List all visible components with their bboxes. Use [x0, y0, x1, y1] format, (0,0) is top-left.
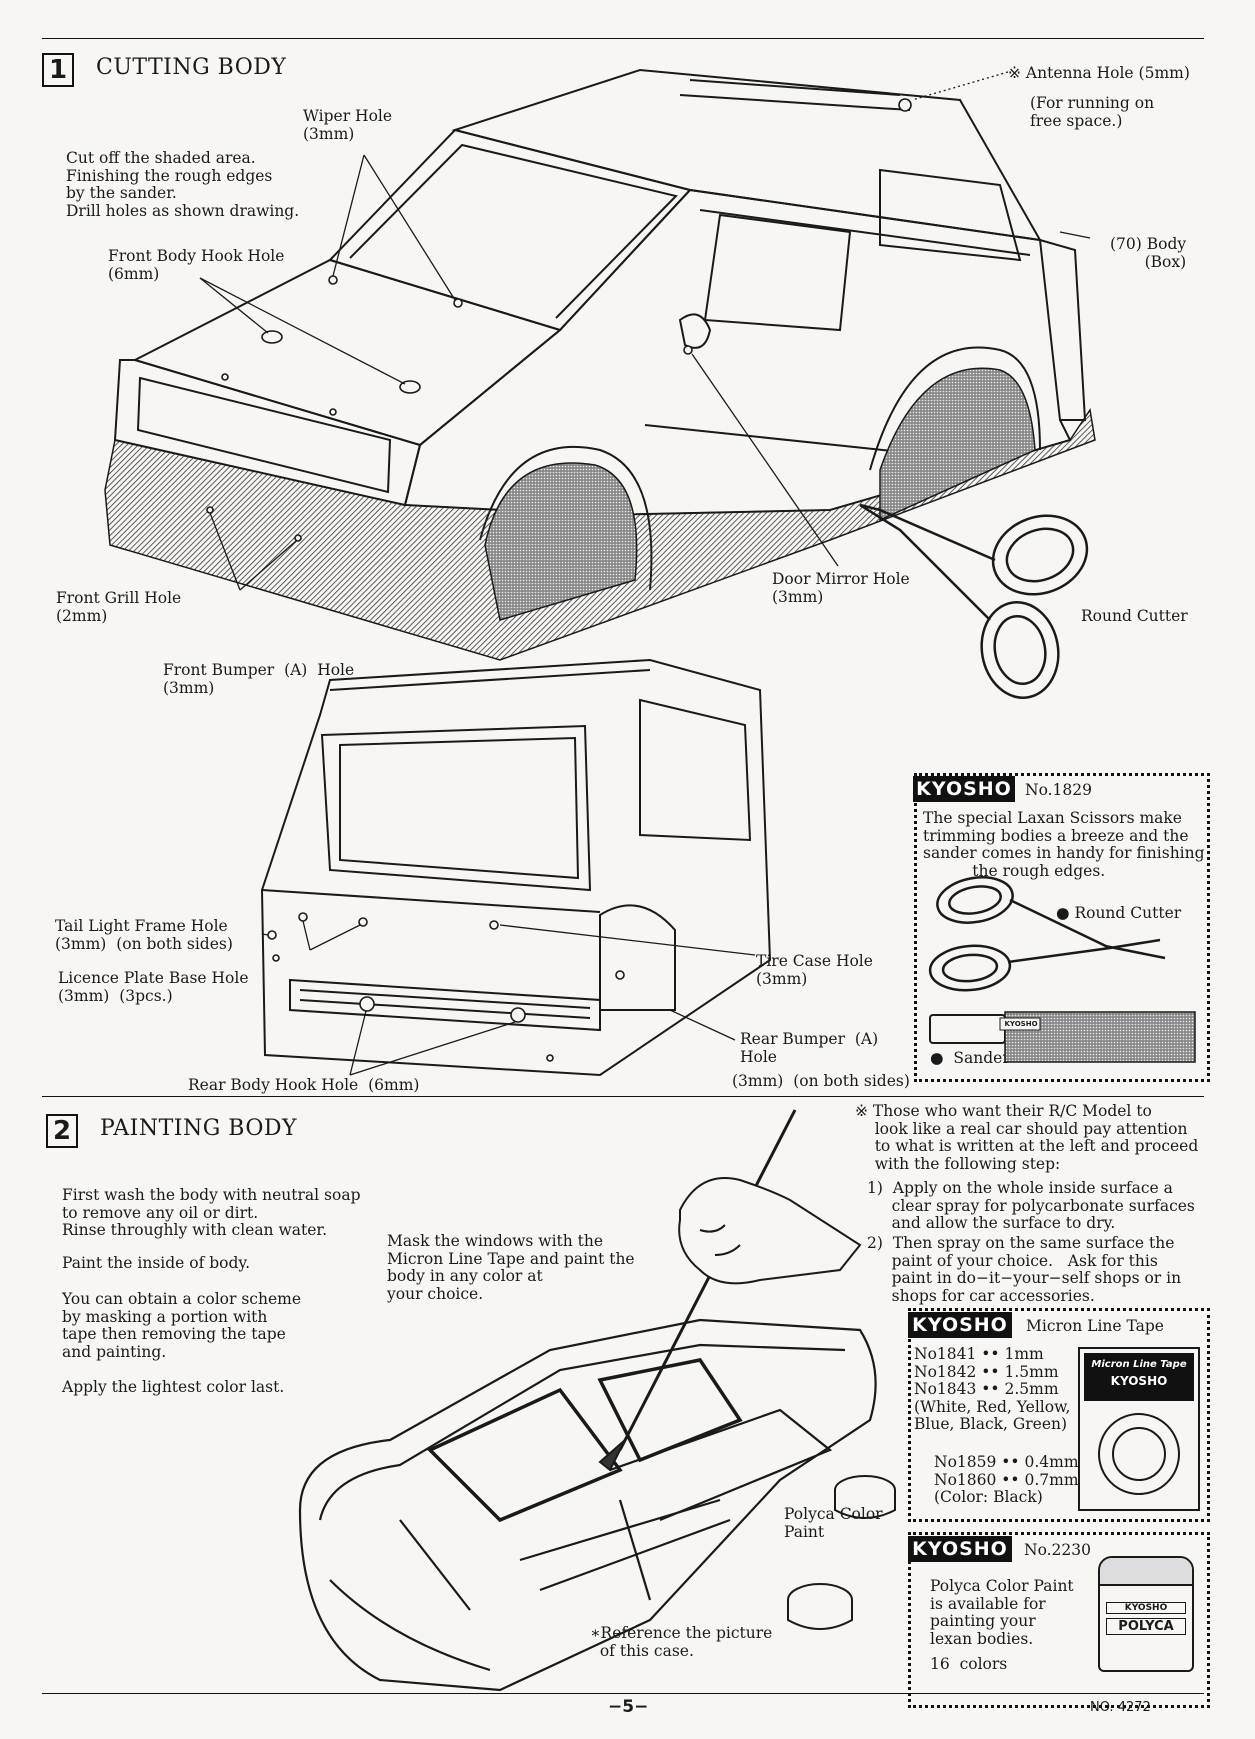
licence-plate-label: Licence Plate Base Hole (3mm) (3pcs.): [58, 969, 249, 1005]
paint-jar-brand: KYOSHO: [1106, 1602, 1186, 1614]
kyosho-logo: KYOSHO: [913, 776, 1015, 802]
polyca-paint-label: Polyca Color Paint: [784, 1505, 883, 1541]
tape-roll-core: [1112, 1427, 1166, 1481]
paint-inside-note: Paint the inside of body.: [62, 1254, 251, 1272]
rear-bumper-size: (3mm) (on both sides): [732, 1072, 910, 1090]
kyosho-logo: KYOSHO: [908, 1536, 1012, 1562]
paint-promo-text: Polyca Color Paint is available for pain…: [930, 1577, 1074, 1648]
promo-number: No.1829: [1025, 781, 1092, 799]
color-scheme-note: You can obtain a color scheme by masking…: [62, 1290, 302, 1361]
scissors-promo-box: [914, 773, 1210, 1082]
page-number: −5−: [608, 1697, 649, 1717]
round-cutter-item: ● Round Cutter: [1056, 904, 1182, 922]
lightest-color-note: Apply the lightest color last.: [62, 1378, 285, 1396]
paint-colors-count: 16 colors: [930, 1655, 1008, 1673]
footer-rule: [42, 1693, 1204, 1694]
door-mirror-label: Door Mirror Hole (3mm): [772, 570, 910, 606]
rear-bumper-label: Rear Bumper (A) Hole: [740, 1030, 879, 1066]
tire-case-label: Tire Case Hole (3mm): [756, 952, 873, 988]
reference-note: ∗Reference the picture of this case.: [590, 1624, 773, 1660]
tape-package-image: Micron Line Tape KYOSHO: [1078, 1347, 1200, 1511]
front-grill-label: Front Grill Hole (2mm): [56, 589, 182, 625]
antenna-hole-label: ※ Antenna Hole (5mm): [1008, 64, 1190, 82]
front-bumper-label: Front Bumper (A) Hole (3mm): [163, 661, 355, 697]
section1-title: CUTTING BODY: [96, 55, 287, 80]
tape-promo-box: [908, 1308, 1210, 1522]
paint-promo-box: [908, 1532, 1210, 1708]
real-car-note: ※ Those who want their R∕C Model to look…: [855, 1102, 1199, 1173]
tape-fine-sizes-list: No1859 •• 0.4mm No1860 •• 0.7mm (Color: …: [934, 1453, 1079, 1506]
wash-instructions: First wash the body with neutral soap to…: [62, 1186, 361, 1239]
section1-number: 1: [42, 53, 74, 87]
tail-light-label: Tail Light Frame Hole (3mm) (on both sid…: [55, 917, 233, 953]
paint-jar-label: POLYCA: [1106, 1618, 1186, 1635]
round-cutter-label: Round Cutter: [1081, 607, 1188, 625]
step-2: 2) Then spray on the same surface the pa…: [867, 1234, 1182, 1305]
tape-roll-icon: [1098, 1413, 1180, 1495]
paint-promo-number: No.2230: [1024, 1541, 1091, 1559]
wiper-hole-label: Wiper Hole (3mm): [303, 107, 393, 143]
section-divider: [42, 1096, 1204, 1097]
tape-package-brand: KYOSHO: [1110, 1374, 1168, 1388]
kyosho-logo: KYOSHO: [908, 1312, 1012, 1338]
tape-sizes-list: No1841 •• 1mm No1842 •• 1.5mm No1843 •• …: [914, 1345, 1071, 1433]
sander-brand-label: KYOSHO: [1004, 1020, 1038, 1028]
tape-package-title: Micron Line Tape: [1091, 1359, 1187, 1370]
sander-item: ● Sander: [930, 1049, 1010, 1067]
tape-promo-title: Micron Line Tape: [1026, 1317, 1164, 1335]
section2-number: 2: [46, 1114, 78, 1148]
promo-text: The special Laxan Scissors make trimming…: [923, 809, 1205, 880]
section2-title: PAINTING BODY: [100, 1116, 298, 1141]
body-box-label: (70) Body (Box): [1110, 235, 1187, 271]
paint-jar-lid: [1100, 1558, 1192, 1586]
top-rule: [42, 38, 1204, 39]
front-body-hook-label: Front Body Hook Hole (6mm): [108, 247, 285, 283]
step-1: 1) Apply on the whole inside surface a c…: [867, 1179, 1195, 1232]
document-number: NO. 4272: [1090, 1700, 1151, 1715]
tape-package-header: Micron Line Tape KYOSHO: [1084, 1353, 1194, 1401]
mask-windows-note: Mask the windows with the Micron Line Ta…: [387, 1232, 635, 1303]
section1-intro: Cut off the shaded area. Finishing the r…: [66, 149, 300, 220]
paint-jar-image: KYOSHO POLYCA: [1098, 1556, 1194, 1672]
rear-body-hook-label: Rear Body Hook Hole (6mm): [188, 1076, 420, 1094]
antenna-hole-note: (For running on free space.): [1030, 94, 1155, 130]
